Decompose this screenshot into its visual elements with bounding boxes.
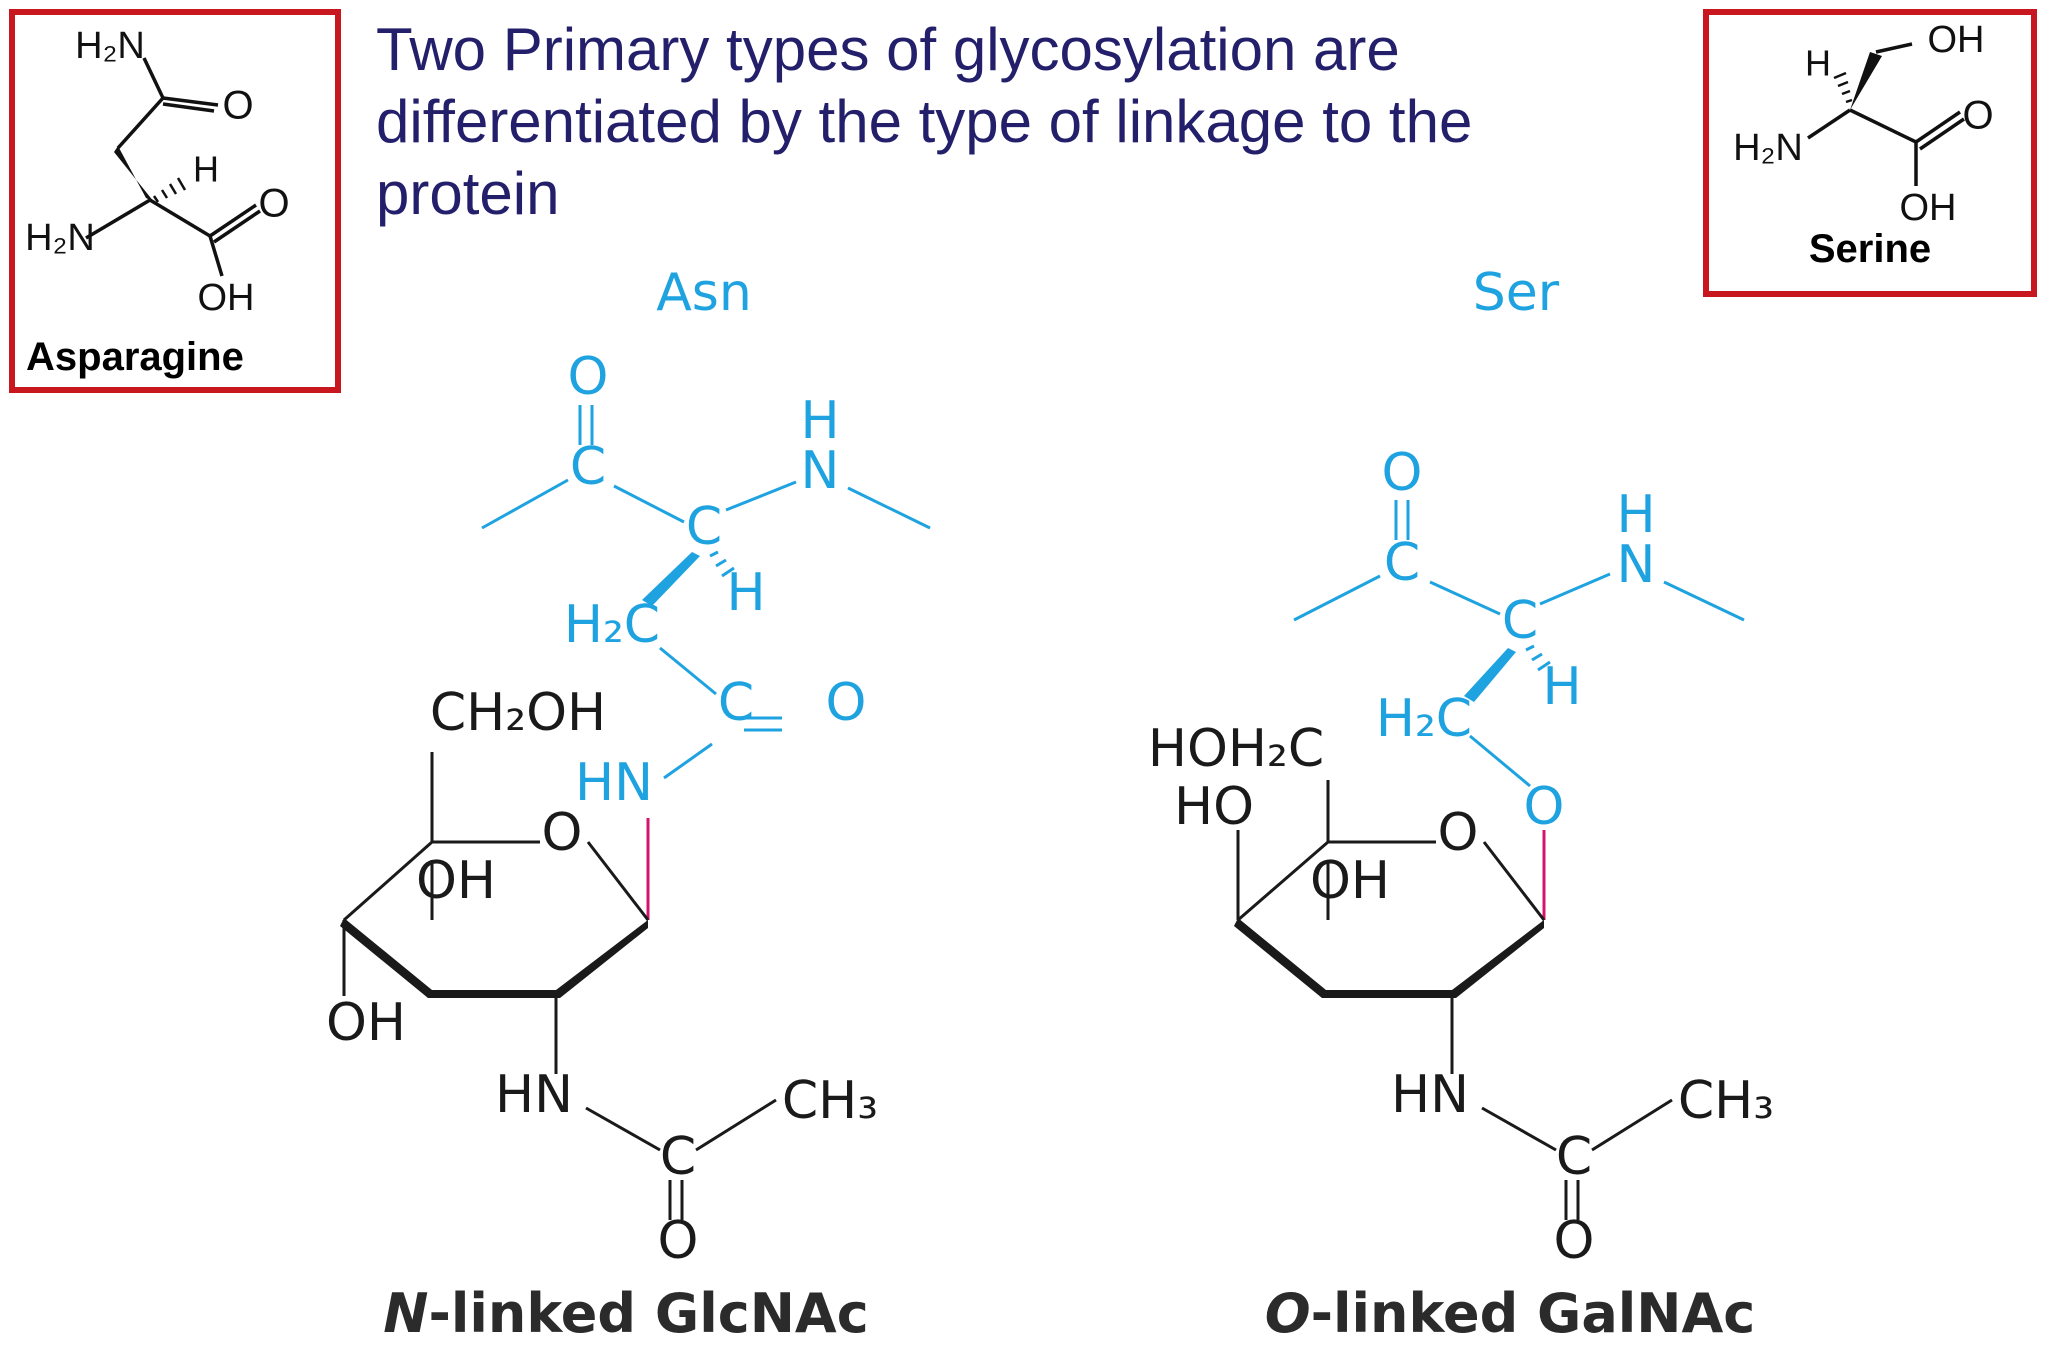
ser-atom-h2c: H₂C: [1376, 689, 1472, 749]
serine-label: Serine: [1809, 227, 1931, 271]
ser-bonds: [1293, 500, 1745, 788]
asn-atom-c-alpha: C: [686, 497, 722, 557]
asn-atom-c-side: C: [718, 673, 754, 733]
asparagine-label: Asparagine: [26, 335, 244, 379]
galnac-atom-o-acetyl: O: [1554, 1211, 1595, 1271]
glcnac-atom-o-acetyl: O: [658, 1211, 699, 1271]
ser-hash-bond: [1525, 644, 1551, 672]
asn-bonds: [481, 405, 931, 780]
glcnac-atom-c-acetyl: C: [660, 1127, 696, 1187]
galnac-atom-hoh2c: HOH₂C: [1148, 719, 1324, 779]
asn-atom-h-amide: H: [800, 391, 839, 451]
asparagine-atom-h: H: [193, 149, 219, 190]
asn-hash-bond: [709, 550, 735, 578]
galnac-atom-o-ring: O: [1438, 803, 1479, 863]
serine-atom-oh-top: OH: [1928, 19, 1985, 61]
glcnac-atom-oh-left: OH: [326, 993, 406, 1053]
title-line-3: protein: [376, 160, 560, 227]
serine-atom-h2n: H₂N: [1733, 127, 1803, 169]
serine-box-border: [1703, 9, 2037, 297]
n-linked-caption: N-linked GlcNAc: [383, 1282, 868, 1345]
ser-atom-c-alpha: C: [1502, 591, 1538, 651]
n-linked-caption-prefix: N: [383, 1282, 428, 1345]
asn-atom-h-alpha: H: [726, 563, 765, 623]
serine-box: H OH H₂N O OH Serine: [1703, 9, 2037, 297]
glcnac-ring-bonds: [342, 752, 777, 1220]
asparagine-wedge-bond: [114, 146, 154, 202]
ser-atom-n-amide: N: [1617, 535, 1656, 595]
serine-atom-o-acid: O: [1962, 94, 1993, 138]
glcnac-atom-o-ring: O: [542, 803, 583, 863]
title-line-1: Two Primary types of glycosylation are: [376, 16, 1400, 83]
ser-wedge-bond: [1464, 648, 1516, 702]
asparagine-atom-o-top: O: [222, 84, 253, 128]
galnac-atom-hn-acetyl: HN: [1391, 1065, 1469, 1125]
glcnac-atom-hn-acetyl: HN: [495, 1065, 573, 1125]
slide-title: Two Primary types of glycosylation are d…: [376, 14, 1676, 230]
serine-atom-oh-bottom: OH: [1900, 187, 1957, 229]
ser-atom-o-link: O: [1524, 777, 1565, 837]
asn-wedge-bond: [642, 552, 700, 606]
galnac-bold-bond: [1234, 918, 1544, 998]
ser-atom-h-amide: H: [1616, 485, 1655, 545]
asn-atom-hn-link: HN: [575, 753, 653, 813]
asparagine-atom-h2n-left: H₂N: [25, 217, 95, 259]
o-linked-structure: Ser: [1148, 263, 1774, 1345]
n-linked-caption-rest: -linked GlcNAc: [428, 1282, 868, 1345]
asparagine-bonds: [85, 57, 261, 277]
serine-atom-h: H: [1805, 43, 1831, 84]
glcnac-atom-ch2oh: CH₂OH: [430, 683, 606, 743]
asparagine-atom-o-acid: O: [258, 182, 289, 226]
galnac-ring-bonds: [1236, 780, 1673, 1220]
asparagine-atom-oh: OH: [198, 277, 255, 319]
asn-atom-o-side: O: [826, 673, 867, 733]
o-linked-caption-prefix: O: [1265, 1282, 1311, 1345]
asn-atom-h2c: H₂C: [564, 595, 660, 655]
asparagine-atom-h2n-top: H₂N: [75, 25, 145, 67]
galnac-atom-oh-ring: OH: [1310, 851, 1390, 911]
glcnac-atom-ch3: CH₃: [782, 1071, 878, 1131]
asn-atom-n-amide: N: [801, 441, 840, 501]
galnac-atom-c-acetyl: C: [1556, 1127, 1592, 1187]
asn-atom-o-carbonyl: O: [568, 347, 609, 407]
galnac-atom-ho: HO: [1174, 777, 1254, 837]
title-line-2: differentiated by the type of linkage to…: [376, 88, 1473, 155]
glcnac-atom-oh-ring: OH: [416, 851, 496, 911]
n-linked-structure: Asn: [326, 263, 931, 1345]
o-linked-caption-rest: -linked GalNAc: [1311, 1282, 1756, 1345]
ser-atom-o-carbonyl: O: [1382, 443, 1423, 503]
serine-wedge-bond: [1850, 52, 1882, 110]
ser-residue-label: Ser: [1473, 263, 1560, 323]
asparagine-box-border: [9, 9, 341, 393]
serine-bonds: [1807, 42, 1965, 186]
asn-residue-label: Asn: [656, 263, 752, 323]
asparagine-box: H₂N O H H₂N O OH Asparagine: [9, 9, 341, 393]
glcnac-bold-bond: [340, 918, 648, 998]
o-linked-caption: O-linked GalNAc: [1265, 1282, 1756, 1345]
ser-atom-c-carbonyl: C: [1384, 533, 1420, 593]
asparagine-hash-bond: [152, 177, 187, 203]
asn-atom-c-carbonyl: C: [570, 437, 606, 497]
ser-atom-h-alpha: H: [1542, 657, 1581, 717]
serine-hash-bond: [1833, 71, 1853, 104]
galnac-atom-ch3: CH₃: [1678, 1071, 1774, 1131]
